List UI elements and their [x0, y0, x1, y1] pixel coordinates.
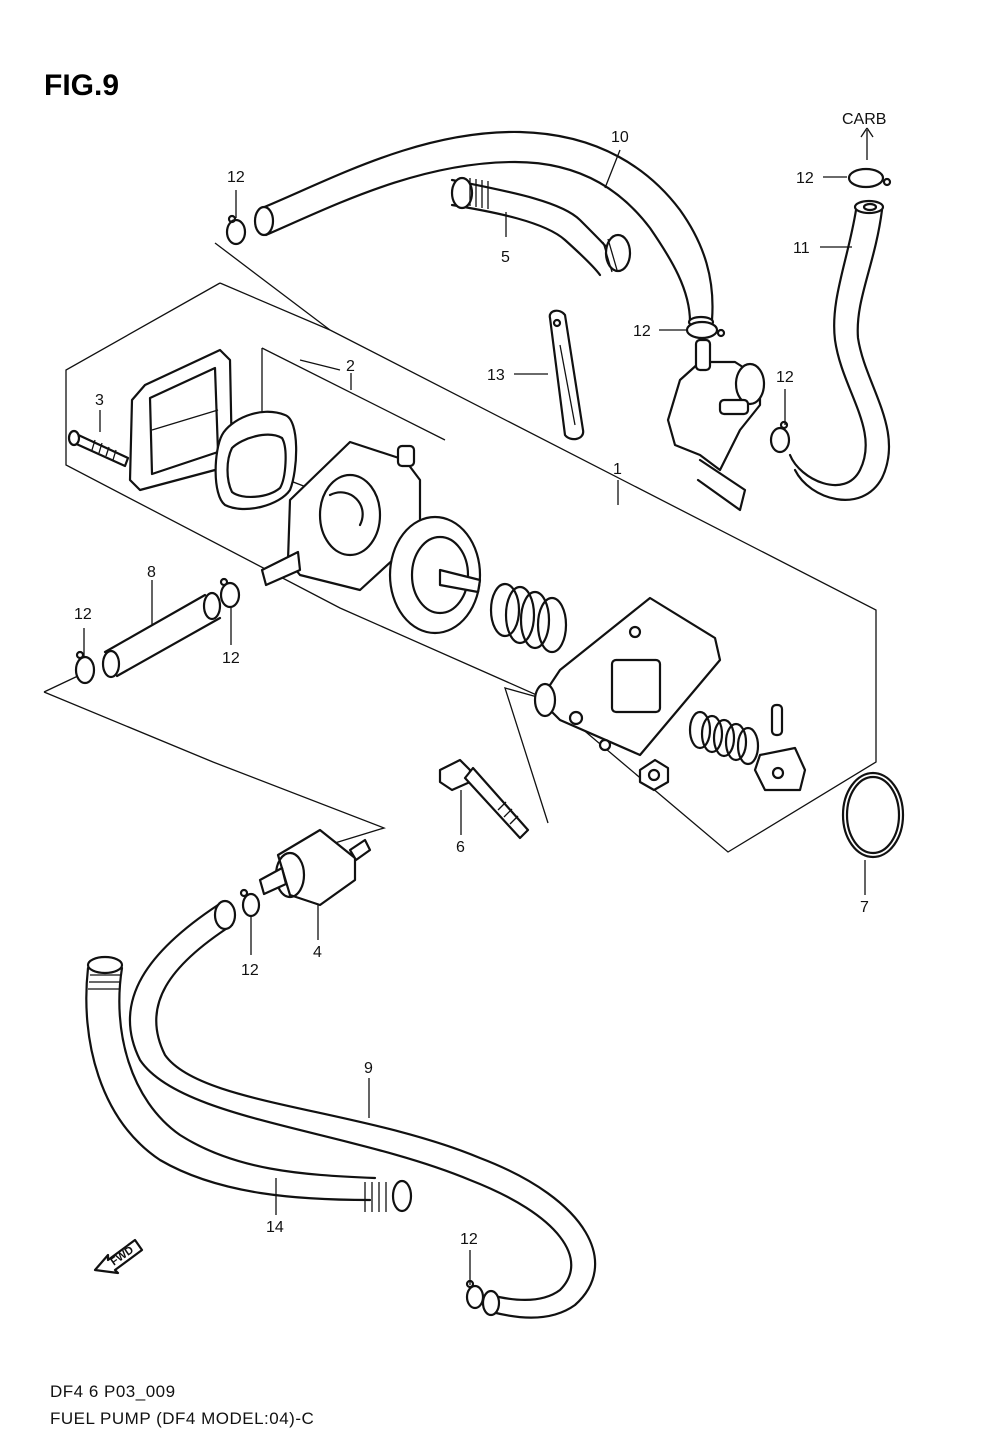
hose-8	[101, 591, 222, 679]
hose-9	[128, 899, 597, 1319]
spring-large	[489, 582, 568, 654]
diaphragm	[388, 515, 482, 635]
label-part-12: 12	[74, 606, 92, 623]
clip-12-g	[239, 888, 261, 918]
screw-3	[67, 429, 130, 468]
figure-title: FIG.9	[44, 69, 119, 102]
label-part-8: 8	[147, 564, 156, 581]
pump-cover	[533, 596, 722, 757]
o-ring-7	[841, 771, 905, 859]
spring-small	[688, 710, 760, 766]
lower-frame	[43, 674, 386, 851]
label-part-12: 12	[241, 962, 259, 979]
pipe-14	[85, 955, 413, 1213]
hose-11	[788, 199, 891, 501]
upper-frame	[214, 242, 331, 331]
label-part-1: 1	[613, 461, 622, 478]
bracket-13	[548, 309, 585, 441]
diagram-caption: FUEL PUMP (DF4 MODEL:04)-C	[50, 1409, 314, 1428]
clip-12-a	[225, 214, 247, 246]
label-part-2: 2	[346, 358, 355, 375]
label-carb: CARB	[842, 111, 886, 128]
label-part-14: 14	[266, 1219, 284, 1236]
clip-12-e	[74, 650, 96, 685]
clip-12-c	[685, 320, 726, 340]
clip-12-h	[465, 1279, 485, 1310]
label-part-13: 13	[487, 367, 505, 384]
bolt-6	[438, 758, 530, 840]
leader-lines	[83, 127, 874, 1285]
assembly-frame	[65, 282, 877, 853]
label-part-12: 12	[796, 170, 814, 187]
nut	[638, 758, 670, 792]
label-part-6: 6	[456, 839, 465, 856]
label-part-11: 11	[793, 240, 810, 257]
label-part-10: 10	[611, 129, 629, 146]
label-part-12: 12	[227, 169, 245, 186]
clip-12-f	[219, 577, 241, 609]
fuel-valve	[666, 338, 766, 512]
pipe-5	[450, 176, 632, 277]
label-part-12: 12	[460, 1231, 478, 1248]
fuel-filter-4	[258, 828, 372, 907]
gasket-inner	[214, 410, 298, 510]
clip-12-d	[769, 420, 791, 454]
hose-10	[253, 130, 715, 329]
label-part-4: 4	[313, 944, 322, 961]
label-part-5: 5	[501, 249, 510, 266]
label-part-12: 12	[222, 650, 240, 667]
clip-12-b	[847, 167, 892, 189]
plunger	[753, 703, 807, 792]
label-part-3: 3	[95, 392, 104, 409]
label-part-9: 9	[364, 1060, 373, 1077]
label-part-12: 12	[633, 323, 651, 340]
label-part-7: 7	[860, 899, 869, 916]
fwd-arrow-icon: FWD	[93, 1238, 144, 1275]
diagram-code: DF4 6 P03_009	[50, 1382, 176, 1401]
label-part-12: 12	[776, 369, 794, 386]
